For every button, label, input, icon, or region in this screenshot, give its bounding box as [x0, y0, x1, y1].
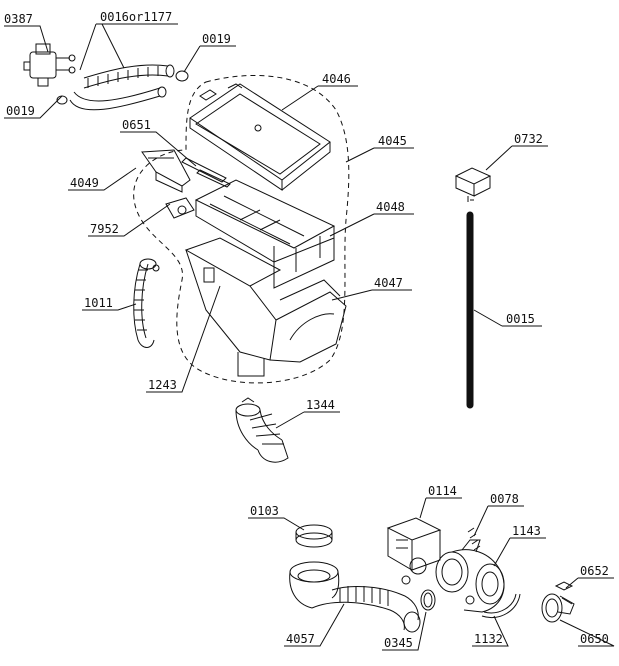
drain-hose-part — [133, 258, 160, 348]
sump-hose-part — [289, 561, 421, 633]
part-label-0345: 0345 — [384, 636, 413, 650]
part-label-0651: 0651 — [122, 118, 151, 132]
part-label-4049: 4049 — [70, 176, 99, 190]
pump-housing-part — [435, 539, 505, 613]
hose-clamp-part — [295, 524, 333, 548]
spring-part — [467, 527, 481, 551]
bellows-hose-part — [235, 397, 289, 463]
part-label-4048: 4048 — [376, 200, 405, 214]
inlet-hose-part — [56, 64, 189, 111]
part-label-4045: 4045 — [378, 134, 407, 148]
part-label-0732: 0732 — [514, 132, 543, 146]
part-label-0387: 0387 — [4, 12, 33, 26]
part-label-0078: 0078 — [490, 492, 519, 506]
detergent-drawer-handle-part — [141, 149, 191, 193]
part-label-0015: 0015 — [506, 312, 535, 326]
part-label-1143: 1143 — [512, 524, 541, 538]
part-label-0652: 0652 — [580, 564, 609, 578]
siphon-cap-part — [181, 157, 231, 188]
pressure-tube-part — [466, 211, 474, 409]
part-label-0650: 0650 — [580, 632, 609, 646]
part-label-0019-top: 0019 — [202, 32, 231, 46]
part-label-0114: 0114 — [428, 484, 457, 498]
part-label-4057: 4057 — [286, 632, 315, 646]
part-label-1243: 1243 — [148, 378, 177, 392]
clamp-ring-part — [420, 589, 436, 611]
part-label-0016or1177: 0016or1177 — [100, 10, 173, 24]
leader-lines — [4, 23, 615, 651]
part-label-1344: 1344 — [306, 398, 335, 412]
part-label-1132: 1132 — [474, 632, 503, 646]
part-label-1011: 1011 — [84, 296, 113, 310]
seal-ring-part — [481, 593, 521, 618]
drain-pump-motor-part — [386, 517, 442, 585]
dispenser-clip-part — [165, 197, 195, 219]
solenoid-valve-part — [23, 43, 76, 87]
sensor-part — [454, 167, 492, 202]
dispenser-top-cover-part — [189, 83, 331, 191]
filter-plug-part — [541, 593, 575, 623]
part-label-4046: 4046 — [322, 72, 351, 86]
part-label-0019-left: 0019 — [6, 104, 35, 118]
part-label-7952: 7952 — [90, 222, 119, 236]
part-label-0103: 0103 — [250, 504, 279, 518]
washer-part — [554, 581, 574, 591]
part-label-4047: 4047 — [374, 276, 403, 290]
dispenser-lower-housing-part — [184, 237, 347, 377]
dispenser-assembly-outline — [133, 75, 350, 384]
dispenser-housing-part — [194, 179, 336, 289]
